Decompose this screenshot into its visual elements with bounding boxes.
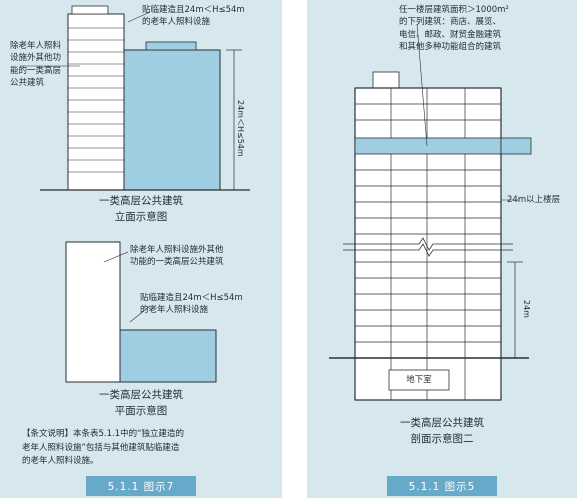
highlighted-floor (354, 137, 502, 155)
height-dimension-left: 24m＜H≤54m (236, 100, 245, 157)
break-marks (343, 237, 513, 257)
figure-badge-7: 5.1.1 图示7 (86, 476, 196, 496)
plan-caption-title: 一类高层公共建筑 (99, 389, 183, 401)
elevation-and-plan-drawing (20, 5, 250, 383)
section-drawing (329, 23, 532, 401)
label-elderly-facility-plan: 贴临建造且24m＜H≤54m 的老年人照料设施 (140, 293, 243, 316)
tower-elevation (67, 13, 125, 191)
basement-box (388, 369, 450, 391)
elderly-facility-elevation (123, 49, 221, 191)
section-caption-title: 一类高层公共建筑 (400, 417, 484, 429)
clause-explanation-note: 【条文说明】本条表5.1.1中的“独立建造的 老年人照料设施”包括与其他建筑贴临… (22, 429, 185, 467)
label-basement: 地下室 (406, 375, 432, 385)
figure-panel-7: 除老年人照料 设施外其他功 能的一类高层 公共建筑 贴临建造且24m＜H≤54m… (0, 0, 282, 498)
label-above-24m: 24m以上楼层 (507, 195, 561, 205)
tower-plan (65, 241, 121, 383)
label-building-types: 任一楼层建筑面积＞1000m² 的下列建筑：商店、展览、 电信、邮政、财贸金融建… (399, 5, 509, 52)
label-elderly-facility-elevation: 贴临建造且24m＜H≤54m 的老年人照料设施 (142, 5, 245, 28)
section-caption-sub: 剖面示意图二 (410, 433, 474, 445)
figure-badge-5: 5.1.1 图示5 (387, 476, 497, 496)
label-other-functions-plan: 除老年人照料设施外其他 功能的一类高层公共建筑 (130, 245, 224, 268)
tower-floor-lines (68, 27, 124, 173)
height-dimension-right: 24m (522, 300, 531, 318)
plan-caption-sub: 平面示意图 (114, 405, 168, 417)
elevation-caption-sub: 立面示意图 (114, 211, 168, 223)
elderly-facility-plan (119, 329, 217, 383)
elevation-caption-title: 一类高层公共建筑 (99, 195, 183, 207)
figure-panel-5: 任一楼层建筑面积＞1000m² 的下列建筑：商店、展览、 电信、邮政、财贸金融建… (307, 0, 577, 498)
label-other-functions: 除老年人照料 设施外其他功 能的一类高层 公共建筑 (10, 41, 62, 88)
